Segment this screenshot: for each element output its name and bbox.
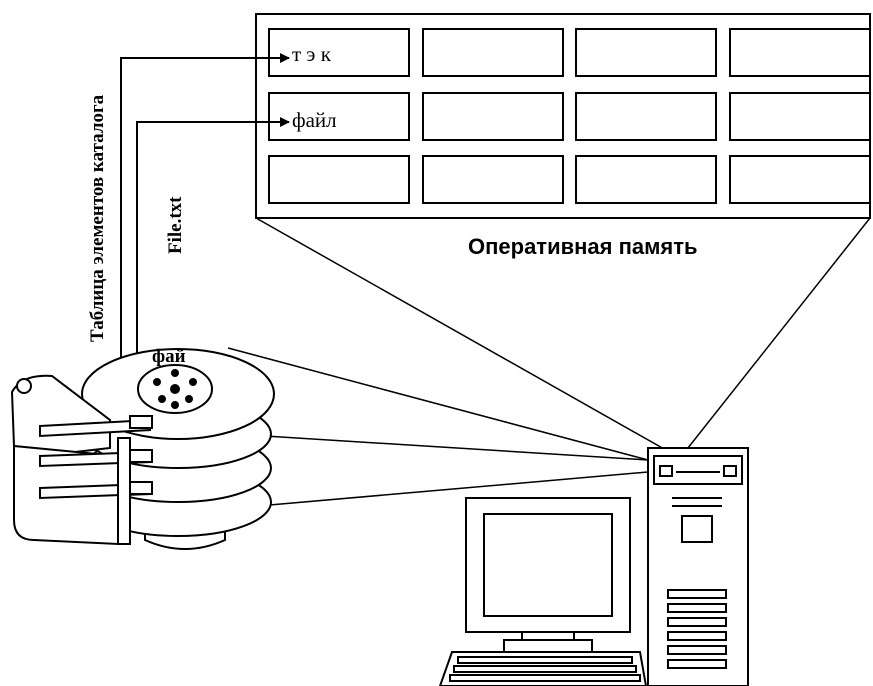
monitor-icon — [465, 497, 631, 653]
ram-cell-text-file: файл — [292, 108, 337, 132]
ram-cell-2-3 — [575, 92, 717, 141]
ram-cell-2-2 — [422, 92, 564, 141]
ram-cell-3-2 — [422, 155, 564, 204]
computer-tower-icon — [647, 447, 749, 686]
arrow-directory-table — [120, 53, 290, 358]
ram-cell-1-1 — [268, 28, 410, 77]
ram-cell-2-4 — [729, 92, 871, 141]
ram-cell-1-4 — [729, 28, 871, 77]
ram-title: Оперативная память — [468, 234, 698, 259]
ram-cell-text-tek: т э к — [292, 42, 332, 66]
label-directory-table: Таблица элементов каталога — [87, 94, 108, 342]
disk-drive-icon — [10, 348, 275, 550]
label-file-name: File.txt — [165, 196, 186, 254]
arrow-file — [136, 117, 290, 358]
keyboard-icon — [438, 651, 648, 686]
ram-block — [255, 13, 871, 219]
ram-cell-1-3 — [575, 28, 717, 77]
ram-cell-3-3 — [575, 155, 717, 204]
ram-projection-lines — [255, 217, 871, 459]
ram-cell-3-4 — [729, 155, 871, 204]
ram-cell-1-2 — [422, 28, 564, 77]
ram-cell-3-1 — [268, 155, 410, 204]
ram-cell-2-1 — [268, 92, 410, 141]
arrows — [120, 53, 290, 358]
disk-label: фай — [152, 346, 186, 367]
disk-connection-lines — [227, 347, 649, 507]
